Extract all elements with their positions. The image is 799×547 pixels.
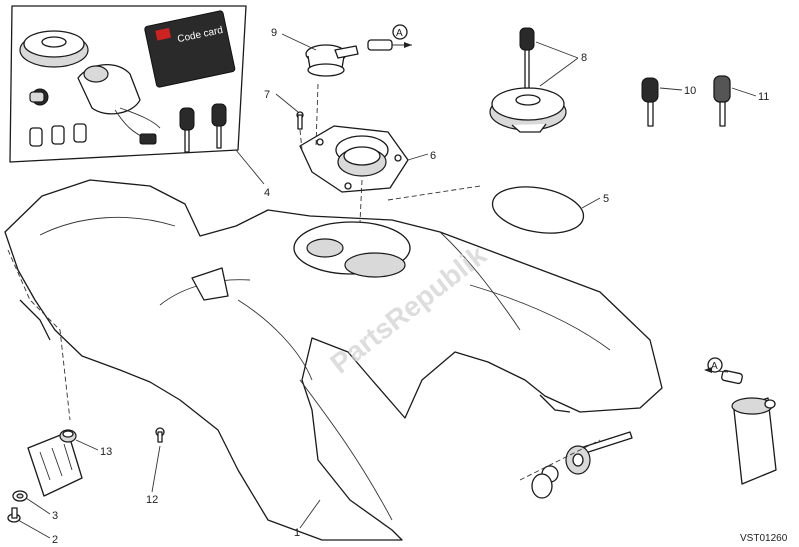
callout-5: 5 <box>603 193 609 205</box>
drawing-reference: VST01260 <box>740 533 788 544</box>
key-kit-inset: Code card <box>9 5 247 163</box>
callout-4: 4 <box>264 187 270 199</box>
arrow-a-right-label: A <box>711 361 718 372</box>
reference-arrow-right: A <box>704 357 723 373</box>
callout-8: 8 <box>581 52 587 64</box>
screw-7 <box>296 111 304 130</box>
callout-2: 2 <box>52 534 58 546</box>
leader-lines <box>7 33 757 539</box>
callout-9: 9 <box>271 27 277 39</box>
callout-12: 12 <box>146 494 158 506</box>
damper-mount <box>531 431 633 499</box>
callout-11: 11 <box>758 91 769 103</box>
washer-3 <box>12 490 28 502</box>
callout-6: 6 <box>430 150 436 162</box>
fuel-cap-with-key <box>489 27 567 133</box>
canister <box>721 369 777 485</box>
key-11 <box>713 75 731 127</box>
screw-12 <box>155 427 165 443</box>
rubber-pad <box>27 431 83 497</box>
fuel-tank <box>4 179 663 541</box>
callout-3: 3 <box>52 510 58 522</box>
breather-fitting <box>305 39 393 77</box>
grommet-13 <box>59 429 77 443</box>
callout-13: 13 <box>100 446 112 458</box>
callout-10: 10 <box>684 85 696 97</box>
reference-arrow-top: A <box>392 24 412 48</box>
callout-1: 1 <box>294 527 300 539</box>
bolt-2 <box>7 507 21 523</box>
seal-ring <box>491 186 585 234</box>
filler-flange <box>299 125 409 193</box>
callout-7: 7 <box>264 89 270 101</box>
arrow-a-top-label: A <box>396 28 403 39</box>
key-10 <box>641 77 659 127</box>
